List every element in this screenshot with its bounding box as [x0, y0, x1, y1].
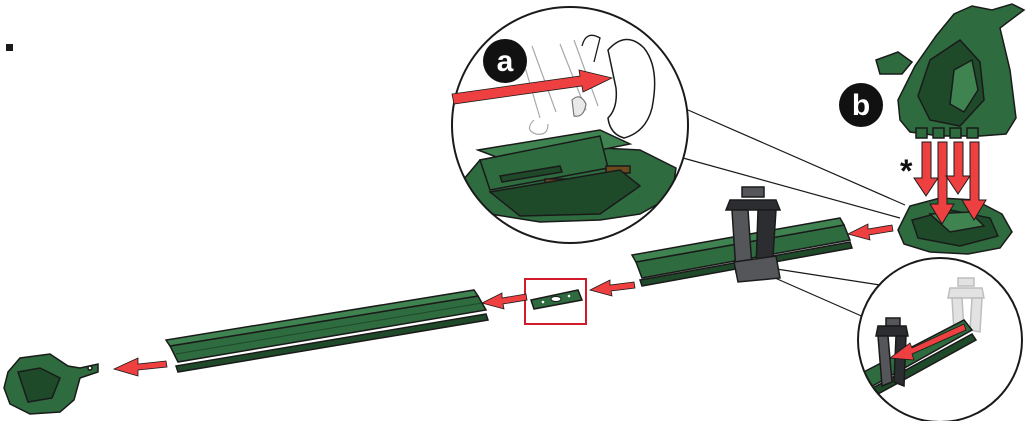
drop-arrows [913, 141, 987, 225]
track-connector-piece [530, 289, 584, 310]
callout-leader-lines [682, 109, 906, 319]
zoom-callout-support [857, 257, 1023, 421]
arrow-left-icon [112, 357, 168, 377]
arrow-down-icon [961, 141, 987, 221]
arrow-down-icon [929, 141, 955, 225]
step-badge-a-label: a [497, 45, 514, 78]
arrow-right-icon [451, 69, 614, 105]
step-badge-b: b [839, 83, 883, 127]
arrow-left-icon [588, 279, 636, 297]
arrow-down-icon [945, 141, 971, 195]
step-badge-a: a [483, 39, 527, 83]
track-segment-left [164, 289, 489, 373]
arrow-left-icon [888, 323, 967, 361]
zoom-callout-a: a [451, 6, 689, 244]
stray-mark [6, 44, 13, 51]
step-badge-b-label: b [852, 89, 870, 122]
track-support-tower [724, 186, 782, 283]
direction-arrows [112, 223, 894, 377]
asterisk-marker: * [900, 153, 913, 189]
arrow-left-icon [846, 223, 894, 241]
connector-highlight-box [524, 278, 587, 325]
arrow-left-icon [480, 292, 528, 310]
rock-tower-piece [875, 3, 1026, 139]
rock-end-base [3, 353, 99, 415]
rock-base-right [897, 197, 1013, 255]
arrow-down-icon [913, 141, 939, 197]
